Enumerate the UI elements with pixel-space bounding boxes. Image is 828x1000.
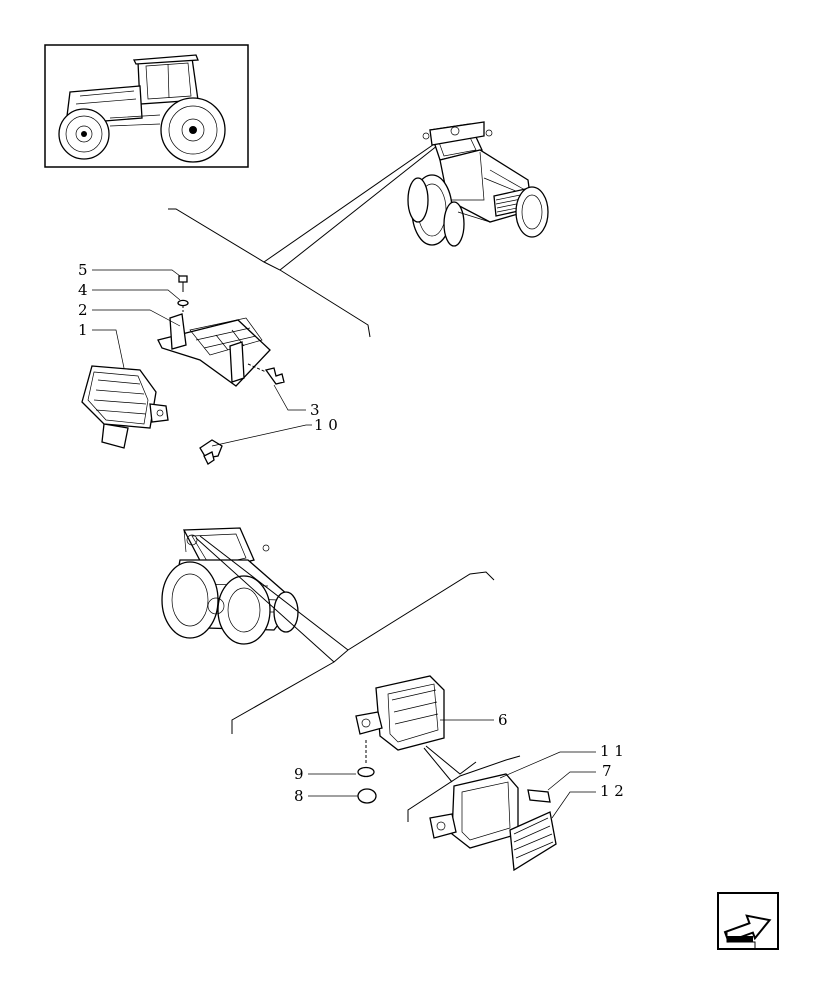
callout-3: 3 <box>310 401 320 419</box>
tractor-front-view <box>407 121 549 247</box>
upper-leader-lines <box>168 133 453 338</box>
upper-lamp-assembly <box>81 275 285 465</box>
upper-callout-leaders <box>92 269 312 447</box>
lower-callout-leaders <box>308 719 596 819</box>
callout-7: 7 <box>602 762 612 780</box>
callout-9: 9 <box>294 765 304 783</box>
thumbnail-tractor <box>44 44 249 168</box>
next-page-button[interactable] <box>717 892 779 950</box>
tractor-rear-view <box>161 527 299 645</box>
callout-2: 2 <box>78 301 88 319</box>
lower-lamp-assembly <box>355 675 557 872</box>
callout-12: 1 2 <box>600 782 624 800</box>
lower-leader-lines <box>195 535 495 734</box>
callout-10: 1 0 <box>314 416 338 434</box>
arrow-next-icon <box>723 914 772 948</box>
callout-8: 8 <box>294 787 304 805</box>
callout-11: 1 1 <box>600 742 624 760</box>
callout-6: 6 <box>498 711 508 729</box>
callout-5: 5 <box>78 261 88 279</box>
callout-1: 1 <box>78 321 88 339</box>
callout-4: 4 <box>78 281 88 299</box>
